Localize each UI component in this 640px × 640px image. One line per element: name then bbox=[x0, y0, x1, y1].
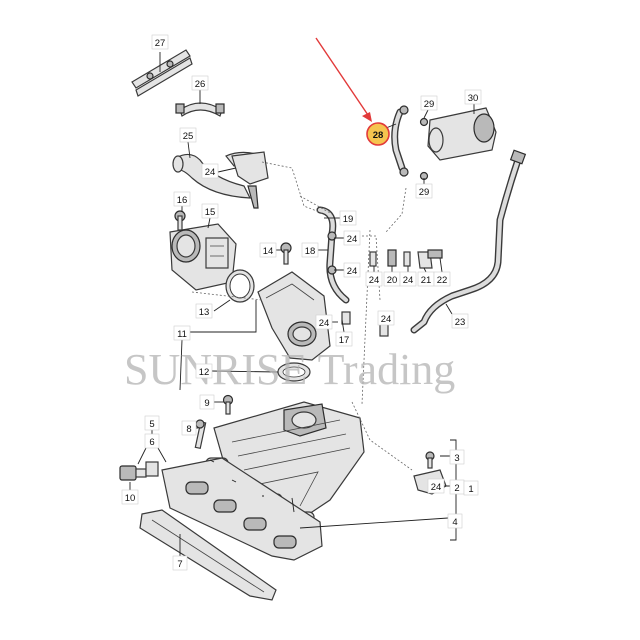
callout-15: 15 bbox=[201, 203, 219, 219]
highlight-arrow-head bbox=[362, 112, 372, 122]
callout-1: 1 bbox=[463, 480, 479, 496]
callout-4-label: 4 bbox=[452, 517, 457, 528]
callout-11-label: 11 bbox=[177, 329, 187, 340]
callout-23-label: 23 bbox=[455, 317, 466, 328]
part-11-intake-elbow bbox=[257, 271, 331, 361]
callout-27-label: 27 bbox=[155, 38, 166, 49]
callout-16-label: 16 bbox=[177, 195, 188, 206]
callout-1-label: 1 bbox=[468, 484, 473, 495]
callout-24c: 24 bbox=[343, 262, 361, 278]
part-23-long-hose bbox=[410, 149, 527, 334]
callout-3: 3 bbox=[449, 449, 465, 465]
part-15-throttle-body bbox=[169, 223, 237, 291]
callout-24d-label: 24 bbox=[319, 318, 330, 329]
leader-lines bbox=[129, 52, 475, 556]
callout-13-label: 13 bbox=[199, 307, 210, 318]
callout-24e-label: 24 bbox=[369, 275, 380, 286]
part-14-bolt bbox=[280, 242, 292, 265]
callout-20: 20 bbox=[383, 271, 401, 287]
callout-28-highlighted: 28 bbox=[366, 122, 390, 146]
callout-19: 19 bbox=[339, 210, 357, 226]
part-9-bolt bbox=[222, 394, 234, 415]
callout-17: 17 bbox=[335, 331, 353, 347]
callout-24b-label: 24 bbox=[347, 234, 358, 245]
part-10-sensor bbox=[119, 461, 159, 481]
callout-15-label: 15 bbox=[205, 207, 216, 218]
callout-10-label: 10 bbox=[125, 493, 136, 504]
callout-7: 7 bbox=[172, 555, 188, 571]
callout-26: 26 bbox=[191, 75, 209, 91]
callout-14: 14 bbox=[259, 242, 277, 258]
callout-9-label: 9 bbox=[204, 398, 209, 409]
part-24-bracket-upper bbox=[231, 151, 269, 209]
callout-17-label: 17 bbox=[339, 335, 350, 346]
callout-16: 16 bbox=[173, 191, 191, 207]
callout-10: 10 bbox=[121, 489, 139, 505]
callout-6-label: 6 bbox=[149, 437, 154, 448]
callout-7-label: 7 bbox=[177, 559, 182, 570]
callout-11: 11 bbox=[173, 325, 191, 341]
callout-18-label: 18 bbox=[305, 246, 316, 257]
callout-14-label: 14 bbox=[263, 246, 274, 257]
part-8-stud bbox=[194, 419, 207, 450]
callout-26-label: 26 bbox=[195, 79, 206, 90]
callout-8: 8 bbox=[181, 420, 197, 436]
callout-24c-label: 24 bbox=[347, 266, 358, 277]
highlight-arrow bbox=[315, 37, 372, 122]
callout-21: 21 bbox=[417, 271, 435, 287]
callout-27: 27 bbox=[151, 34, 169, 50]
callout-12-label: 12 bbox=[199, 367, 210, 378]
callout-24g-label: 24 bbox=[381, 314, 392, 325]
callout-24f: 24 bbox=[399, 271, 417, 287]
callout-5-label: 5 bbox=[149, 419, 154, 430]
watermark: SUNRISE Trading bbox=[124, 345, 455, 394]
part-28-30-egr-assembly bbox=[391, 105, 497, 181]
part-7-gasket-strip bbox=[139, 509, 277, 601]
callout-4: 4 bbox=[447, 513, 463, 529]
callout-29b-label: 29 bbox=[419, 187, 430, 198]
part-27-clamp-strip bbox=[131, 49, 193, 97]
part-26-hose-clamp bbox=[175, 102, 225, 117]
lower-runner-flange bbox=[161, 457, 323, 561]
callout-9: 9 bbox=[199, 394, 215, 410]
callout-19-label: 19 bbox=[343, 214, 354, 225]
callout-23: 23 bbox=[451, 313, 469, 329]
callout-24f-label: 24 bbox=[403, 275, 414, 286]
callout-29a-label: 29 bbox=[424, 99, 435, 110]
callout-28-label: 28 bbox=[373, 130, 384, 141]
callout-21-label: 21 bbox=[421, 275, 432, 286]
callout-25: 25 bbox=[179, 127, 197, 143]
callout-24h: 24 bbox=[427, 478, 445, 494]
callout-24a-label: 24 bbox=[205, 167, 216, 178]
callout-12: 12 bbox=[195, 363, 213, 379]
callout-30-label: 30 bbox=[468, 93, 479, 104]
callout-24e: 24 bbox=[365, 271, 383, 287]
callout-24g: 24 bbox=[377, 310, 395, 326]
part-13-o-ring bbox=[225, 269, 255, 303]
callout-29a: 29 bbox=[420, 95, 438, 111]
highlight-arrow-line bbox=[315, 37, 371, 119]
callout-20-label: 20 bbox=[387, 275, 398, 286]
callout-2: 2 bbox=[449, 479, 465, 495]
part-17-19-breather-hose bbox=[316, 206, 351, 325]
callout-29b: 29 bbox=[415, 183, 433, 199]
callout-3-label: 3 bbox=[454, 453, 459, 464]
callout-22-label: 22 bbox=[437, 275, 448, 286]
callout-13: 13 bbox=[195, 303, 213, 319]
callout-18: 18 bbox=[301, 242, 319, 258]
callout-24h-label: 24 bbox=[431, 482, 442, 493]
part-16-bolt bbox=[174, 210, 186, 231]
callout-2-label: 2 bbox=[454, 483, 459, 494]
callout-6: 6 bbox=[144, 433, 160, 449]
callout-24a: 24 bbox=[201, 163, 219, 179]
callout-25-label: 25 bbox=[183, 131, 194, 142]
callout-30: 30 bbox=[464, 89, 482, 105]
callout-24b: 24 bbox=[343, 230, 361, 246]
callout-8-label: 8 bbox=[186, 424, 191, 435]
callout-5: 5 bbox=[144, 415, 160, 431]
callout-22: 22 bbox=[433, 271, 451, 287]
callout-24d: 24 bbox=[315, 314, 333, 330]
callout-28-highlight-circle bbox=[366, 122, 390, 146]
